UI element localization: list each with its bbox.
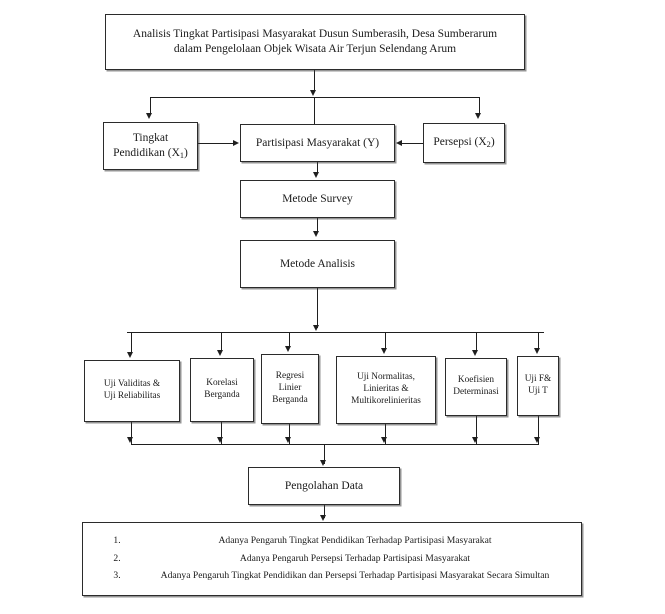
arrowhead-drop-f-t-test bbox=[534, 348, 541, 354]
title-line-2: dalam Pengelolaan Objek Wisata Air Terju… bbox=[173, 43, 457, 55]
participation-text: Partisipasi Masyarakat (Y) bbox=[255, 136, 380, 149]
arrowhead-merge-determination bbox=[472, 437, 479, 443]
arrowhead-merge-regression bbox=[285, 437, 292, 443]
analysis-box-validity-text: Uji Validitas & Uji Reliabilitas bbox=[103, 379, 161, 401]
analysis-box-validity: Uji Validitas & Uji Reliabilitas bbox=[84, 360, 180, 422]
analysis-box-normality: Uji Normalitas, Linieritas & Multikoreli… bbox=[336, 356, 436, 424]
education-line-1: Tingkat bbox=[132, 131, 169, 144]
connector-branch-right bbox=[479, 97, 480, 115]
arrowhead-merge-normality bbox=[381, 437, 388, 443]
connector-drop-correlation bbox=[221, 332, 222, 352]
participation-variable-box: Partisipasi Masyarakat (Y) bbox=[240, 124, 395, 162]
connector-survey-to-analysis bbox=[317, 218, 318, 232]
arrowhead-drop-normality bbox=[381, 348, 388, 354]
arrowhead-participation-to-survey bbox=[313, 172, 320, 178]
analysis-box-f-t-test: Uji F& Uji T bbox=[517, 356, 559, 416]
perception-text: Persepsi (X2) bbox=[433, 136, 495, 150]
analysis-box-normality-text: Uji Normalitas, Linieritas & Multikoreli… bbox=[351, 372, 421, 406]
perception-subscript: 2 bbox=[486, 140, 491, 150]
connector-merge-bar bbox=[131, 444, 539, 445]
analysis-box-correlation-text: Korelasi Berganda bbox=[204, 378, 240, 400]
arrowhead-perception-to-participation bbox=[396, 139, 402, 146]
analysis-box-determination: Koefisien Determinasi bbox=[445, 358, 507, 416]
survey-method-text: Metode Survey bbox=[282, 192, 353, 205]
conclusions-list: Adanya Pengaruh Tingkat Pendidikan Terha… bbox=[83, 532, 581, 585]
education-text: Tingkat Pendidikan (X1) bbox=[104, 131, 197, 161]
connector-up-normality bbox=[385, 424, 386, 444]
conclusion-item-1: Adanya Pengaruh Tingkat Pendidikan Terha… bbox=[123, 532, 581, 550]
connector-participation-to-survey bbox=[317, 162, 318, 174]
analysis-method-box: Metode Analisis bbox=[240, 240, 395, 288]
processing-box: Pengolahan Data bbox=[248, 467, 400, 505]
arrowhead-title-stem bbox=[310, 90, 317, 96]
title-line-1: Analisis Tingkat Partisipasi Masyarakat … bbox=[132, 28, 498, 41]
arrowhead-drop-correlation bbox=[217, 350, 224, 356]
analysis-box-determination-text: Koefisien Determinasi bbox=[453, 375, 499, 397]
arrowhead-branch-left bbox=[146, 113, 153, 119]
connector-title-stem bbox=[314, 70, 315, 92]
connector-drop-normality bbox=[385, 332, 386, 350]
connector-merge-to-processing bbox=[324, 444, 325, 464]
connector-branch-center bbox=[314, 97, 315, 124]
education-subscript: 1 bbox=[179, 150, 185, 160]
arrowhead-analysis-stem bbox=[313, 325, 320, 331]
education-line-2: Pendidikan (X1) bbox=[113, 146, 188, 160]
conclusion-item-2: Adanya Pengaruh Persepsi Terhadap Partis… bbox=[123, 550, 581, 568]
analysis-method-text: Metode Analisis bbox=[279, 257, 356, 270]
analysis-box-correlation: Korelasi Berganda bbox=[190, 358, 254, 422]
arrowhead-merge-to-processing bbox=[320, 460, 327, 466]
connector-drop-f-t-test bbox=[538, 332, 539, 350]
arrowhead-drop-validity bbox=[127, 352, 134, 358]
connector-branch-bar-top bbox=[150, 97, 480, 98]
connector-processing-to-conclusions bbox=[324, 505, 325, 518]
title-text: Analisis Tingkat Partisipasi Masyarakat … bbox=[106, 27, 524, 56]
arrowhead-education-to-participation bbox=[233, 139, 239, 146]
connector-analysis-stem bbox=[317, 288, 318, 328]
connector-drop-determination bbox=[476, 332, 477, 352]
arrowhead-branch-right bbox=[475, 113, 482, 119]
arrowhead-merge-f-t-test bbox=[534, 437, 541, 443]
arrowhead-drop-regression bbox=[285, 346, 292, 352]
arrowhead-merge-validity bbox=[127, 437, 134, 443]
connector-up-validity bbox=[131, 422, 132, 444]
connector-up-determination bbox=[476, 416, 477, 444]
connector-up-correlation bbox=[221, 422, 222, 444]
connector-perception-to-participation bbox=[401, 143, 423, 144]
arrowhead-drop-determination bbox=[472, 350, 479, 356]
conclusion-item-3: Adanya Pengaruh Tingkat Pendidikan dan P… bbox=[123, 567, 581, 585]
education-variable-box: Tingkat Pendidikan (X1) bbox=[103, 122, 198, 170]
connector-up-regression bbox=[289, 424, 290, 444]
analysis-box-f-t-test-text: Uji F& Uji T bbox=[524, 374, 552, 396]
conclusions-box: Adanya Pengaruh Tingkat Pendidikan Terha… bbox=[82, 522, 582, 596]
perception-variable-box: Persepsi (X2) bbox=[423, 123, 505, 163]
connector-up-f-t-test bbox=[538, 416, 539, 444]
analysis-box-regression: Regresi Linier Berganda bbox=[261, 354, 319, 424]
connector-drop-validity bbox=[131, 332, 132, 354]
arrowhead-processing-to-conclusions bbox=[320, 515, 327, 521]
analysis-box-regression-text: Regresi Linier Berganda bbox=[272, 371, 308, 405]
connector-fanout-bar bbox=[127, 332, 544, 333]
survey-method-box: Metode Survey bbox=[240, 180, 395, 218]
arrowhead-survey-to-analysis bbox=[313, 231, 320, 237]
arrowhead-merge-correlation bbox=[217, 437, 224, 443]
connector-branch-left bbox=[150, 97, 151, 115]
title-box: Analisis Tingkat Partisipasi Masyarakat … bbox=[105, 14, 525, 70]
connector-education-to-participation bbox=[198, 143, 234, 144]
connector-drop-regression bbox=[289, 332, 290, 348]
processing-text: Pengolahan Data bbox=[284, 479, 364, 492]
